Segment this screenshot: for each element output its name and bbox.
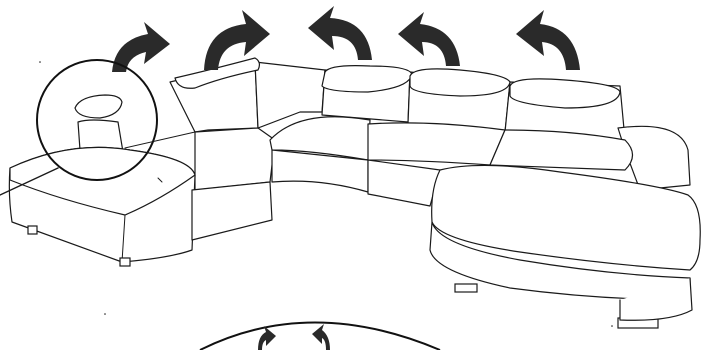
arrow-icon-2 <box>204 10 270 70</box>
bottom-detail <box>200 323 440 350</box>
headrest-4 <box>510 79 620 108</box>
speck <box>611 325 613 327</box>
arrow-icon-3 <box>308 6 372 60</box>
chaise-leg-1 <box>455 284 477 292</box>
headrest-5 <box>75 95 122 118</box>
seat-cushion-1 <box>195 128 275 190</box>
arrow-icon-5 <box>516 10 580 70</box>
chaise-longue <box>430 165 700 328</box>
headrest-3 <box>410 69 510 96</box>
armrest-divider <box>125 132 195 148</box>
speck <box>39 61 41 63</box>
left-back-leg <box>28 226 37 234</box>
left-end-module <box>9 132 195 266</box>
speck <box>104 313 106 315</box>
rotation-arrows <box>112 6 580 72</box>
middle-base <box>192 182 272 240</box>
left-leg <box>120 258 130 266</box>
bottom-arrow-icon-2 <box>312 324 330 350</box>
bottom-arrow-icon-1 <box>258 326 276 350</box>
arrow-icon-4 <box>398 12 460 66</box>
seat-front-3 <box>368 160 440 206</box>
base-1 <box>192 182 272 240</box>
seat-cushion-3 <box>368 123 505 165</box>
